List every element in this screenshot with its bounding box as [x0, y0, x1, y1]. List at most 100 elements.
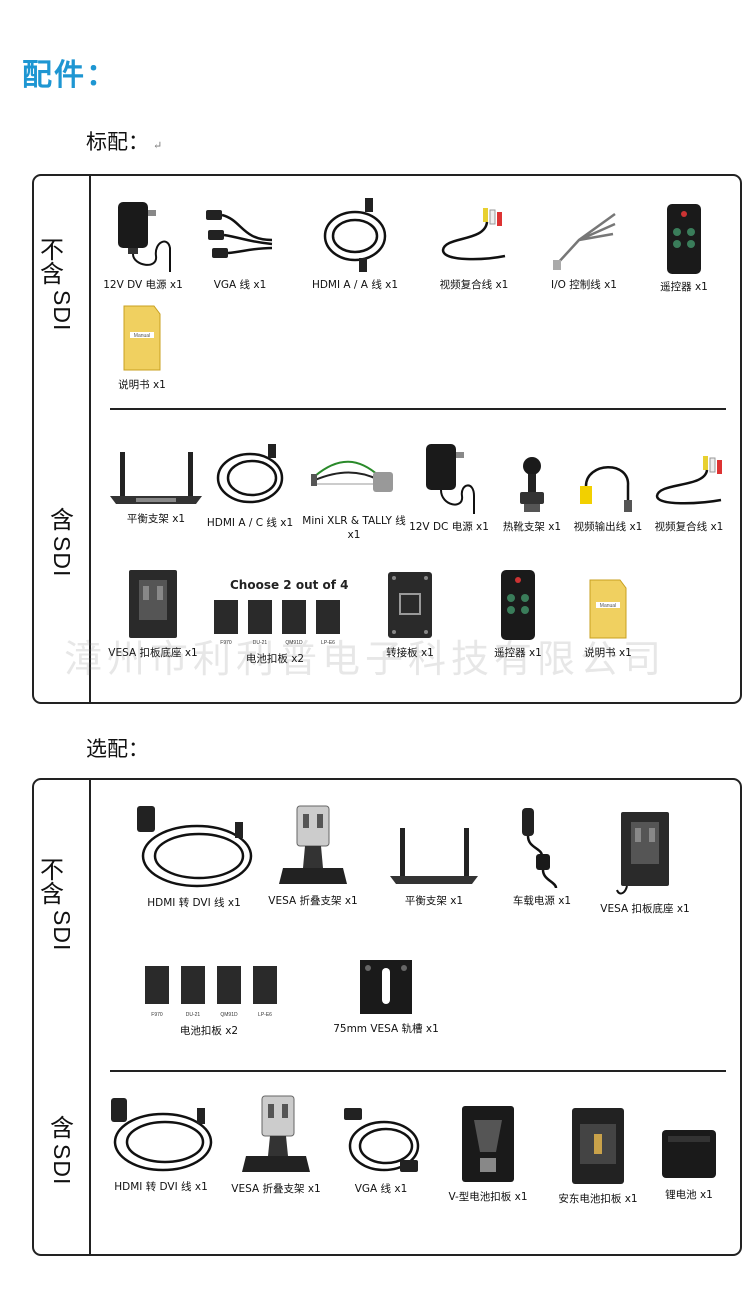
plate-label: DU-21	[186, 1012, 201, 1018]
vga-cable-icon	[344, 1108, 420, 1172]
accessory-item: 12V DC 电源 x1	[406, 440, 492, 534]
adapter-plate-icon	[388, 572, 432, 638]
item-caption: 锂电池 x1	[665, 1189, 713, 1201]
item-caption: 热靴支架 x1	[502, 521, 562, 533]
manual-brand-text: Manual	[134, 333, 150, 339]
item-caption: VESA 折叠支架 x1	[231, 1183, 321, 1195]
hdmi-cable-icon	[216, 444, 284, 504]
plate-label: DU-21	[253, 640, 268, 646]
standard-sdi-label: 含 SDI	[40, 508, 84, 577]
plate-label: QM91D	[285, 640, 303, 646]
accessory-item: HDMI A / C 线 x1	[200, 440, 300, 530]
item-caption: 平衡支架 x1	[126, 513, 186, 525]
io-cable-icon	[553, 212, 616, 270]
hdmi-dvi-cable-icon	[137, 806, 253, 888]
plate-label: QM91D	[220, 1012, 238, 1018]
accessory-item: 平衡支架 x1	[104, 446, 208, 526]
item-caption: HDMI A / A 线 x1	[311, 279, 399, 291]
accessory-item: 转接板 x1	[372, 568, 448, 660]
manual-icon: Manual	[123, 305, 161, 371]
accessory-item: 车载电源 x1	[504, 804, 580, 908]
item-caption: 遥控器 x1	[494, 647, 542, 659]
accessory-item: VESA 折叠支架 x1	[224, 1092, 328, 1196]
panel-horizontal-divider	[110, 408, 726, 410]
accessory-item: 视频复合线 x1	[648, 452, 730, 534]
item-caption: VGA 线 x1	[213, 279, 267, 291]
item-caption: 转接板 x1	[386, 647, 434, 659]
xlr-cable-icon	[311, 460, 393, 492]
balance-bracket-icon	[390, 828, 478, 884]
accessory-item: 热靴支架 x1	[496, 454, 568, 534]
plate-label: LP-E6	[321, 640, 335, 646]
vesa-rail-icon	[360, 960, 412, 1014]
item-caption: 电池扣板 x2	[245, 653, 305, 665]
vert-label-latin: SDI	[49, 1144, 75, 1186]
item-caption: VESA 折叠支架 x1	[268, 895, 358, 907]
vert-label-cjk: 含	[50, 506, 74, 534]
battery-plates-icon: F970 DU-21 QM91D LP-E6	[214, 600, 340, 646]
item-caption: 视频输出线 x1	[573, 521, 643, 533]
power-adapter-icon	[118, 202, 171, 272]
accessory-item: 平衡支架 x1	[384, 822, 484, 908]
item-caption: HDMI 转 DVI 线 x1	[114, 1181, 208, 1193]
panel-horizontal-divider	[110, 1070, 726, 1072]
vert-label-latin: SDI	[49, 536, 75, 578]
manual-icon: Manual	[589, 579, 627, 639]
optional-no-sdi-label: 不含 SDI	[40, 858, 84, 951]
item-caption: 遥控器 x1	[660, 281, 708, 293]
vesa-plate-icon	[616, 812, 669, 895]
hdmi-dvi-cable-icon	[111, 1098, 213, 1172]
optional-section-label: 选配：	[86, 737, 149, 761]
accessory-item: 视频复合线 x1	[432, 202, 516, 292]
accessory-item: 75mm VESA 轨槽 x1	[326, 956, 446, 1036]
accessory-item: VGA 线 x1	[200, 200, 280, 292]
item-caption: HDMI A / C 线 x1	[206, 517, 294, 529]
item-caption: 车载电源 x1	[512, 895, 572, 907]
plate-label: F970	[151, 1012, 163, 1018]
item-caption: 安东电池扣板 x1	[558, 1193, 638, 1205]
item-caption: 说明书 x1	[118, 379, 166, 391]
av-cable-icon	[655, 456, 722, 505]
item-caption: V-型电池扣板 x1	[448, 1191, 528, 1203]
accessory-item: VESA 扣板底座 x1	[100, 566, 206, 660]
vert-label-cjk: 不含	[40, 856, 64, 908]
av-cable-icon	[441, 208, 506, 261]
folding-stand-icon	[279, 805, 347, 884]
accessory-item: F970 DU-21 QM91D LP-E6 电池扣板 x2	[138, 962, 280, 1038]
vert-label-cjk: 含	[50, 1114, 74, 1142]
vert-label-cjk: 不含	[40, 236, 64, 288]
accessory-item: VESA 折叠支架 x1	[262, 802, 364, 908]
accessory-item: 遥控器 x1	[652, 202, 716, 294]
panel-vertical-divider	[89, 176, 91, 702]
video-out-cable-icon	[580, 466, 632, 512]
accessory-item: 安东电池扣板 x1	[550, 1104, 646, 1206]
item-caption: 电池扣板 x2	[179, 1025, 239, 1037]
hot-shoe-icon	[520, 457, 544, 512]
standard-section-label: 标配：↵	[86, 126, 162, 156]
item-caption: 75mm VESA 轨槽 x1	[333, 1023, 439, 1035]
item-caption: HDMI 转 DVI 线 x1	[147, 897, 241, 909]
optional-sdi-label: 含 SDI	[40, 1116, 84, 1185]
choose-text: Choose 2 out of 4	[230, 578, 349, 592]
accessory-item: VGA 线 x1	[338, 1104, 424, 1196]
item-caption: 说明书 x1	[584, 647, 632, 659]
remote-icon	[667, 204, 701, 274]
vert-label-latin: SDI	[49, 910, 75, 952]
accessory-item: 视频输出线 x1	[568, 456, 648, 534]
item-caption: 12V DC 电源 x1	[409, 521, 489, 533]
accessory-item: 12V DV 电源 x1	[98, 196, 188, 292]
return-mark: ↵	[153, 139, 163, 152]
accessory-item: Manual 说明书 x1	[576, 576, 640, 660]
accessory-item: Manual 说明书 x1	[110, 302, 174, 392]
anton-plate-icon	[572, 1108, 624, 1184]
item-caption: VGA 线 x1	[354, 1183, 408, 1195]
accessory-item: I/O 控制线 x1	[544, 204, 624, 292]
lithium-battery-icon	[662, 1130, 716, 1178]
item-caption: I/O 控制线 x1	[551, 279, 617, 291]
accessory-item: VESA 扣板底座 x1	[592, 808, 698, 916]
page-title: 配件：	[22, 58, 118, 93]
vga-cable-icon	[206, 210, 273, 258]
vesa-plate-icon	[129, 570, 177, 638]
panel-vertical-divider	[89, 780, 91, 1254]
accessory-item: HDMI A / A 线 x1	[310, 194, 400, 292]
